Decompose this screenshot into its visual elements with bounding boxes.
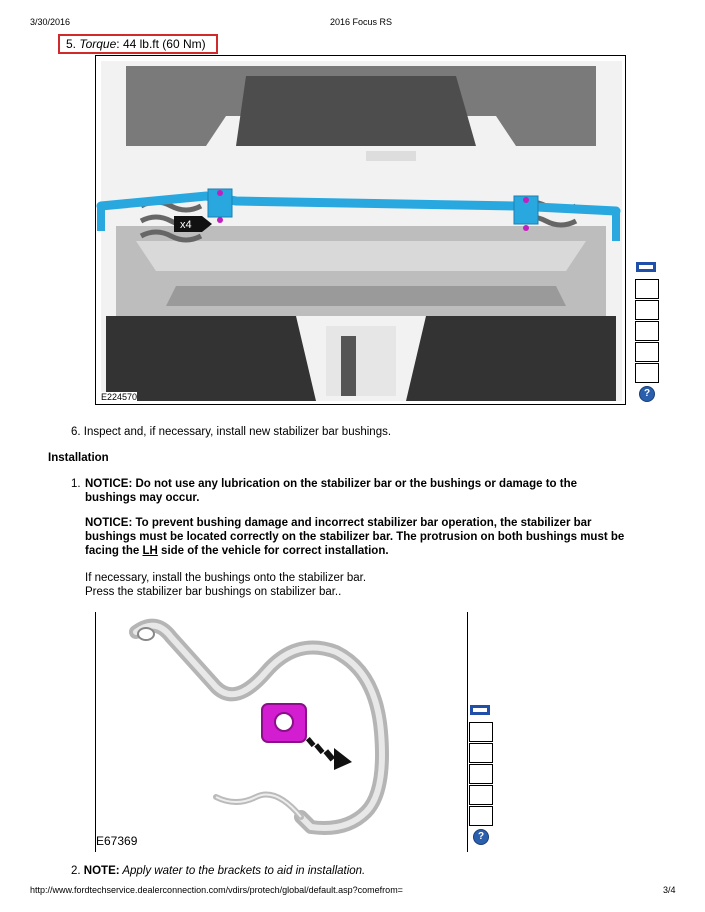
figure-code: E224570 xyxy=(101,392,138,402)
install-instruction-2: Press the stabilizer bar bushings on sta… xyxy=(85,586,342,598)
notice-label: NOTICE: xyxy=(85,517,133,529)
torque-value: : 44 lb.ft (60 Nm) xyxy=(116,37,206,51)
step-number: 5. xyxy=(66,37,77,51)
fastener-count-callout: x4 xyxy=(180,219,192,231)
media-slot[interactable] xyxy=(635,342,659,362)
lh-abbreviation-link[interactable]: LH xyxy=(142,545,158,557)
notice-text: To prevent bushing damage and incorrect … xyxy=(132,517,592,529)
media-toolbar: ? xyxy=(635,260,659,402)
step-number: 2. xyxy=(71,865,81,877)
note-text: Apply water to the brackets to aid in in… xyxy=(119,865,366,877)
install-instruction-1: If necessary, install the bushings onto … xyxy=(85,572,367,584)
media-slot[interactable] xyxy=(635,363,659,383)
help-icon[interactable]: ? xyxy=(473,829,489,845)
figure-code: E67369 xyxy=(96,834,138,848)
note-label: NOTE: xyxy=(83,865,120,877)
page-number: 3/4 xyxy=(663,885,676,895)
section-heading: Installation xyxy=(48,452,109,464)
media-slot[interactable] xyxy=(635,279,659,299)
install-step-1-number: 1. xyxy=(71,478,81,490)
page-url: http://www.fordtechservice.dealerconnect… xyxy=(30,885,403,895)
notice-text: bushings must be located correctly on th… xyxy=(85,531,625,543)
print-date: 3/30/2016 xyxy=(30,17,71,27)
media-slot[interactable] xyxy=(469,764,493,784)
media-slot[interactable] xyxy=(635,300,659,320)
notice-lubrication: NOTICE: Do not use any lubrication on th… xyxy=(85,477,665,505)
rear-suspension-illustration: x4 E224570 xyxy=(95,55,626,405)
media-slot[interactable] xyxy=(469,806,493,826)
stabilizer-bar-drawing xyxy=(129,618,389,835)
torque-label: Torque xyxy=(79,37,117,51)
help-icon[interactable]: ? xyxy=(639,386,655,402)
notice-text: Do not use any lubrication on the stabil… xyxy=(132,478,577,490)
stabilizer-bar-bushing-illustration: E67369 xyxy=(95,612,468,852)
tek-video-icon[interactable] xyxy=(469,704,491,716)
media-toolbar: ? xyxy=(469,703,493,845)
notice-text: bushings may occur. xyxy=(85,492,200,504)
media-slot[interactable] xyxy=(469,743,493,763)
document-title: 2016 Focus RS xyxy=(330,17,393,27)
tek-video-icon[interactable] xyxy=(635,261,657,273)
notice-text: side of the vehicle for correct installa… xyxy=(157,545,389,557)
media-slot[interactable] xyxy=(469,785,493,805)
rear-suspension-drawing: x4 xyxy=(96,61,622,401)
notice-text: facing the xyxy=(85,545,143,557)
media-slot[interactable] xyxy=(635,321,659,341)
notice-label: NOTICE: xyxy=(85,478,133,490)
torque-spec-highlight: 5. Torque: 44 lb.ft (60 Nm) xyxy=(58,34,218,54)
media-slot[interactable] xyxy=(469,722,493,742)
install-step-2: 2. NOTE: Apply water to the brackets to … xyxy=(71,864,365,878)
notice-orientation: NOTICE: To prevent bushing damage and in… xyxy=(85,516,675,558)
step-6-text: 6. Inspect and, if necessary, install ne… xyxy=(71,426,392,438)
